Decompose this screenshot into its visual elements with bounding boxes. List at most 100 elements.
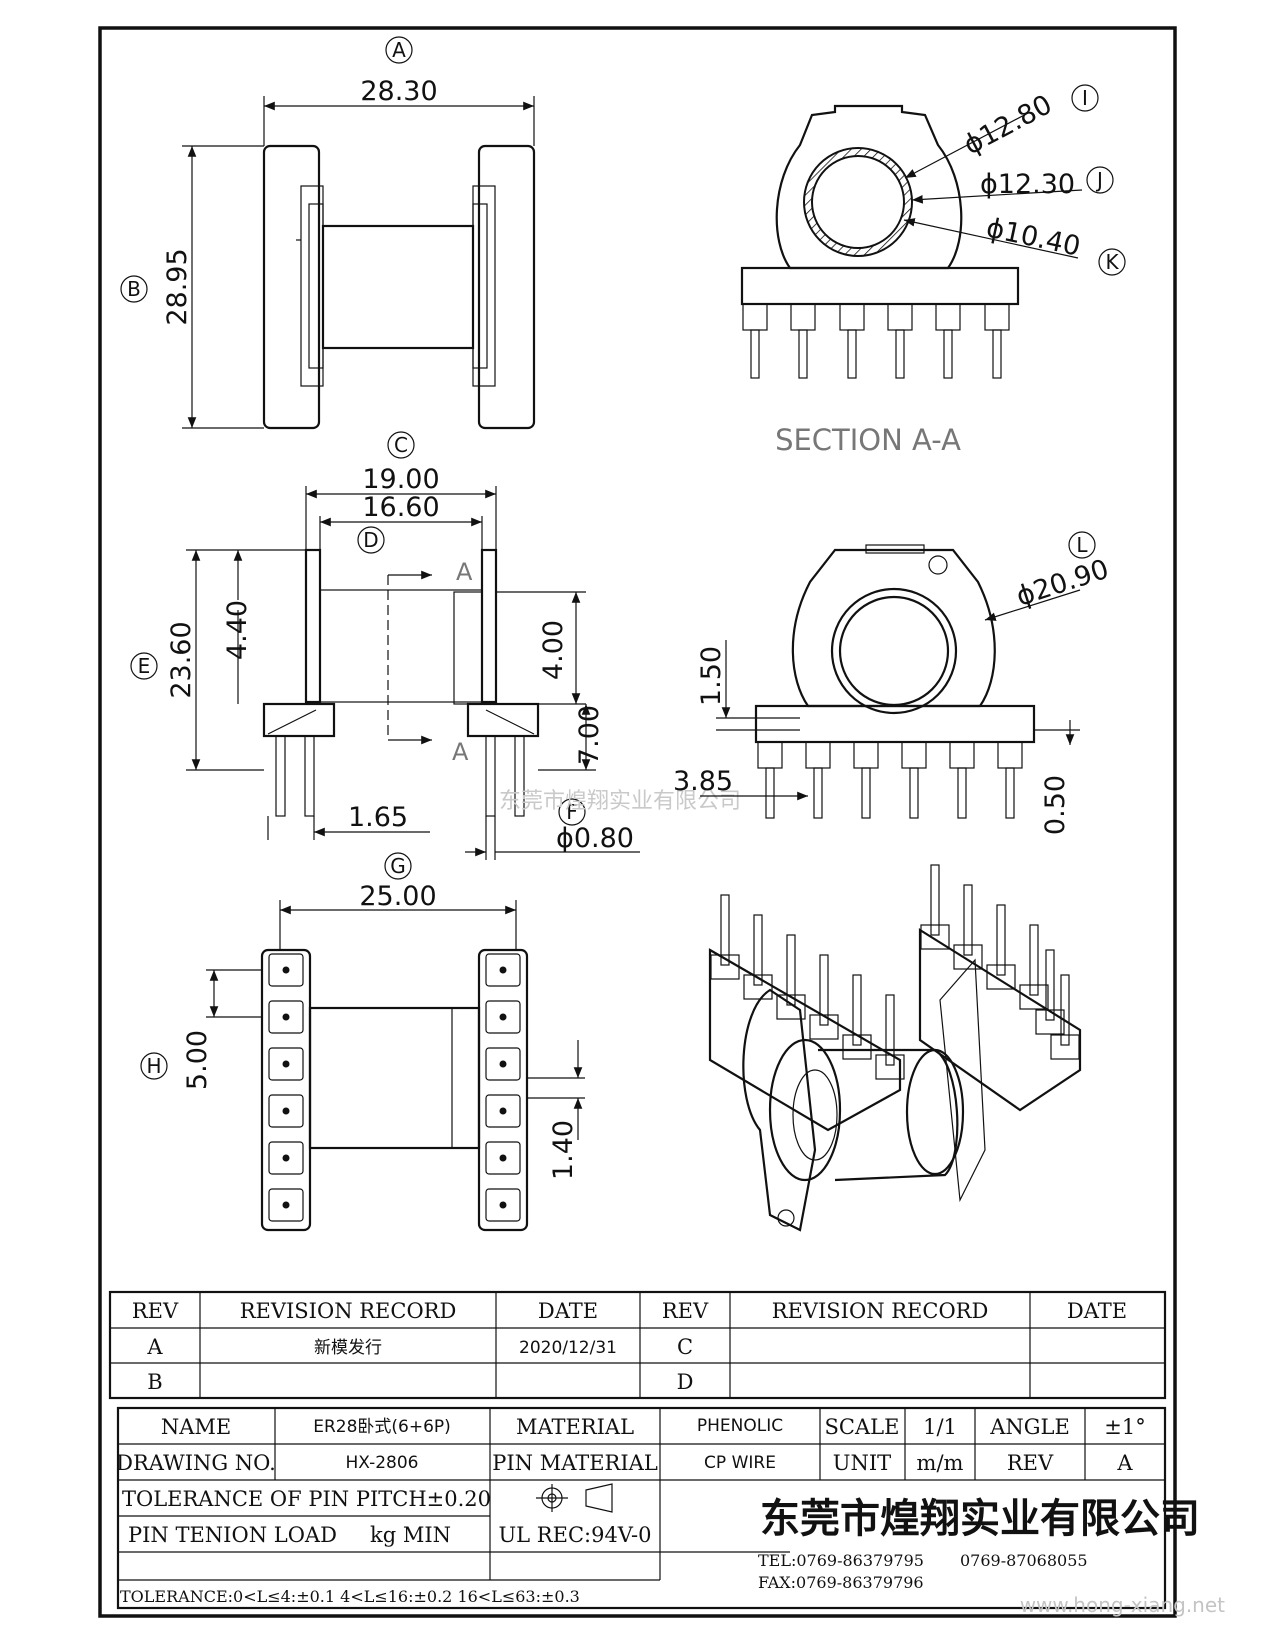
side-d385-dim: 3.85 [673, 766, 733, 797]
pin-material-label: PIN MATERIAL [492, 1451, 658, 1475]
revision-table: REV REVISION RECORD DATE REV REVISION RE… [108, 1290, 1167, 1400]
iso-pin [852, 974, 862, 1046]
section-pin [847, 329, 857, 379]
rev-row-a-record: 新模发行 [314, 1338, 382, 1358]
pin-pad [485, 1094, 521, 1128]
iso-pin [930, 864, 940, 936]
pin-pad [485, 1141, 521, 1175]
ul-rating: UL REC:94V-0 [498, 1523, 651, 1547]
side-pin [957, 767, 967, 819]
date-header-2: DATE [1067, 1299, 1127, 1323]
pin-pad [485, 1047, 521, 1081]
scale-value: 1/1 [923, 1415, 957, 1439]
front-w2-dim: 16.60 [362, 492, 439, 523]
front-d400-dim: 4.00 [538, 620, 569, 680]
revision-record-header-1: REVISION RECORD [240, 1299, 457, 1323]
iso-pin [753, 914, 763, 986]
pin-hole [499, 1060, 507, 1068]
date-header-1: DATE [538, 1299, 598, 1323]
cut-label-top: A [456, 558, 473, 586]
section-d3-circle: K [1105, 250, 1119, 274]
iso-pin [786, 934, 796, 1006]
iso-pin-base [776, 994, 806, 1020]
front-w1-circle: C [394, 433, 408, 457]
top-view-width-dim: 28.30 [360, 76, 437, 107]
rev-label: REV [1007, 1451, 1054, 1475]
iso-pin-base [986, 964, 1016, 990]
section-pin [992, 329, 1002, 379]
top-view-height-dim: 28.95 [162, 248, 193, 325]
top-view-circle-label: A [392, 38, 406, 62]
section-d3-dim: ϕ10.40 [984, 213, 1083, 263]
unit-value: m/m [917, 1451, 964, 1475]
section-pin-base [935, 303, 961, 331]
drawing-frame [98, 26, 1177, 1618]
top-view: A 28.30 28.95 B [120, 36, 536, 430]
tolerance-pitch: TOLERANCE OF PIN PITCH±0.20 [122, 1487, 491, 1511]
pin-pad [485, 1188, 521, 1222]
company-tel: TEL:0769-86379795 [758, 1551, 924, 1570]
side-pin [1005, 767, 1015, 819]
iso-pin-base [953, 944, 983, 970]
iso-pin [1045, 949, 1055, 1021]
iso-pin [885, 994, 895, 1066]
side-pin-base [805, 741, 831, 769]
side-pin [813, 767, 823, 819]
pin-hole [282, 1154, 290, 1162]
pin-pad [268, 1141, 304, 1175]
iso-pin-base [710, 954, 740, 980]
material-value: PHENOLIC [697, 1416, 783, 1436]
side-d150-dim: 1.50 [696, 646, 727, 706]
material-label: MATERIAL [516, 1415, 634, 1439]
company-fax: FAX:0769-86379796 [758, 1573, 924, 1592]
iso-pin-base [1019, 984, 1049, 1010]
section-pin-base [839, 303, 865, 331]
iso-pin-base [1035, 1009, 1065, 1035]
iso-pin-base [743, 974, 773, 1000]
rev-row-b: B [147, 1370, 162, 1394]
angle-label: ANGLE [989, 1415, 1070, 1439]
iso-pin-base [920, 924, 950, 950]
bottom-pitch-dim: 5.00 [182, 1030, 213, 1090]
section-view: ϕ12.80 ϕ12.30 ϕ10.40 I J K SECTION A-A [740, 84, 1126, 457]
pin-hole [499, 1201, 507, 1209]
section-pin [895, 329, 905, 379]
side-pin-base [997, 741, 1023, 769]
side-pin [861, 767, 871, 819]
front-d700-dim: 7.00 [574, 705, 605, 765]
pin-pad [268, 1047, 304, 1081]
section-pin-base [887, 303, 913, 331]
side-pin-base [757, 741, 783, 769]
section-d1-circle: I [1082, 86, 1088, 110]
side-pin-base [901, 741, 927, 769]
bottom-width-dim: 25.00 [359, 881, 436, 912]
section-pin [798, 329, 808, 379]
drawing-no-label: DRAWING NO. [116, 1451, 276, 1475]
bottom-d140-dim: 1.40 [548, 1120, 579, 1180]
rev-row-a: A [146, 1335, 163, 1359]
top-view-height-circle: B [127, 277, 141, 301]
pin-hole [499, 966, 507, 974]
side-view: ϕ20.90 L 1.50 3.85 0.50 [673, 531, 1113, 835]
name-label: NAME [161, 1415, 231, 1439]
iso-pin-base [842, 1034, 872, 1060]
pin-pad [268, 1188, 304, 1222]
side-dia-dim: ϕ20.90 [1013, 554, 1113, 613]
pin-pad [268, 953, 304, 987]
section-pin-base [790, 303, 816, 331]
pin-hole [499, 1013, 507, 1021]
front-pin-dia-dim: ϕ0.80 [556, 823, 634, 854]
pin-hole [499, 1154, 507, 1162]
front-height-dim: 23.60 [166, 621, 197, 698]
bottom-pitch-circle: H [146, 1054, 161, 1078]
section-pin-base [742, 303, 768, 331]
pin-pad [485, 953, 521, 987]
pin-hole [282, 966, 290, 974]
side-pin [765, 767, 775, 819]
rev-header-2: REV [662, 1299, 709, 1323]
company-name: 东莞市煌翔实业有限公司 [760, 1496, 1200, 1542]
pin-pad [485, 1000, 521, 1034]
side-d050-dim: 0.50 [1040, 775, 1071, 835]
iso-pin [720, 894, 730, 966]
scale-label: SCALE [825, 1415, 900, 1439]
